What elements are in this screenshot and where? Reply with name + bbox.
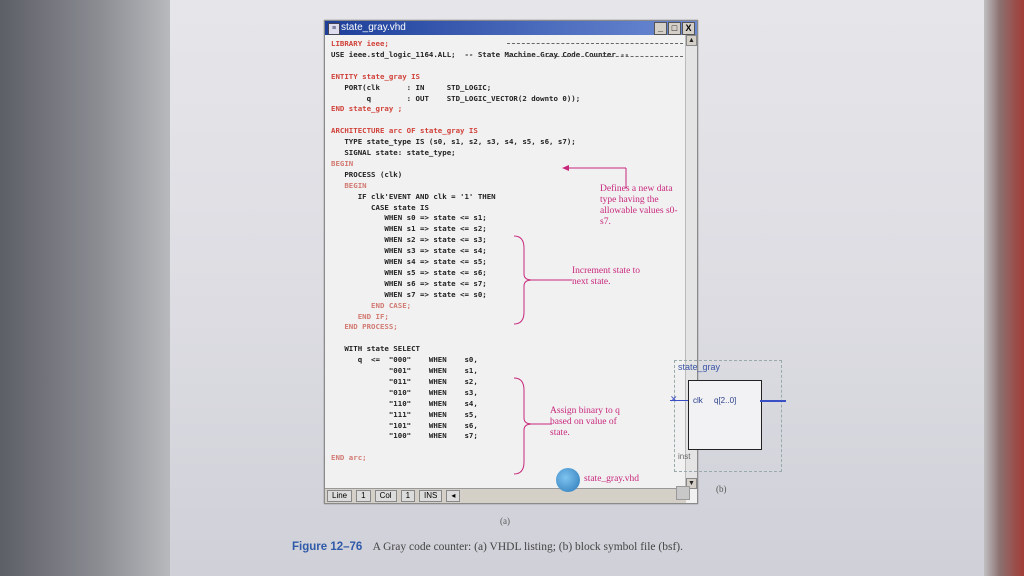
type-annotation: Defines a new data type having the allow… — [600, 184, 678, 227]
q-bus-wire — [760, 400, 786, 402]
assign-brace — [513, 377, 552, 475]
code-line: WHEN s0 => state <= s1; — [331, 213, 487, 223]
col-value: 1 — [400, 490, 416, 502]
type-arrow — [562, 165, 627, 188]
figure-caption: Figure 12–76 A Gray code counter: (a) VH… — [292, 541, 683, 553]
minimize-button[interactable]: _ — [654, 22, 667, 35]
code-line: PROCESS (clk) — [331, 169, 403, 179]
comment-rule-top — [507, 43, 683, 44]
line-label: Line — [327, 490, 353, 502]
code-line: CASE state IS — [331, 202, 429, 212]
resize-grip-icon[interactable] — [676, 486, 690, 500]
figure-number: Figure 12–76 — [292, 541, 363, 553]
close-button[interactable]: X — [682, 22, 695, 35]
input-pin-icon: ✕ — [670, 394, 678, 404]
code-line: TYPE state_type IS (s0, s1, s2, s3, s4, … — [331, 137, 576, 147]
code-line: "011" WHEN s2, — [331, 376, 478, 386]
window-titlebar[interactable]: ≡ state_gray.vhd _ □ X — [325, 21, 697, 35]
line-value: 1 — [356, 490, 371, 502]
clk-pin-label: clk — [693, 396, 703, 405]
code-line: "100" WHEN s7; — [331, 431, 478, 441]
code-line: PORT(clk : IN STD_LOGIC; — [331, 82, 492, 92]
instance-label: inst — [678, 452, 691, 461]
code-line: WHEN s2 => state <= s3; — [331, 235, 487, 245]
code-editor[interactable]: LIBRARY ieee;USE ieee.std_logic_1164.ALL… — [331, 39, 683, 487]
vertical-scrollbar[interactable]: ▲ ▼ — [685, 35, 697, 489]
file-badge-icon — [556, 468, 580, 492]
code-line: LIBRARY ieee; — [331, 39, 389, 48]
code-line: q <= "000" WHEN s0, — [331, 355, 478, 365]
code-line: END state_gray ; — [331, 104, 403, 114]
code-line: END PROCESS; — [331, 322, 398, 332]
q-pin-label: q[2..0] — [714, 396, 737, 405]
part-a-label: (a) — [500, 516, 510, 526]
block-symbol — [688, 380, 762, 450]
code-line: SIGNAL state: state_type; — [331, 148, 456, 157]
part-b-label: (b) — [716, 484, 727, 494]
window-title: state_gray.vhd — [341, 22, 406, 33]
code-line: WHEN s4 => state <= s5; — [331, 257, 487, 266]
scroll-down-icon[interactable]: ▼ — [686, 478, 697, 489]
code-line: END CASE; — [331, 300, 412, 310]
block-symbol-panel — [674, 360, 782, 472]
code-line: WHEN s7 => state <= s0; — [331, 289, 487, 299]
increment-annotation: Increment state to next state. — [572, 266, 641, 287]
code-line: WITH state SELECT — [331, 344, 420, 354]
code-line: END arc; — [331, 453, 367, 463]
code-line: "111" WHEN s5, — [331, 409, 478, 419]
code-line: BEGIN — [331, 158, 354, 168]
col-label: Col — [374, 490, 397, 502]
code-line: USE ieee.std_logic_1164.ALL; -- State Ma… — [331, 49, 630, 59]
code-line: WHEN s5 => state <= s6; — [331, 267, 487, 277]
code-line: END IF; — [331, 311, 389, 321]
scroll-up-icon[interactable]: ▲ — [686, 35, 697, 46]
code-line: ARCHITECTURE arc OF state_gray IS — [331, 126, 478, 136]
code-line: WHEN s6 => state <= s7; — [331, 278, 487, 288]
code-line: WHEN s3 => state <= s4; — [331, 246, 487, 256]
file-icon: ≡ — [328, 23, 340, 35]
code-line: q : OUT STD_LOGIC_VECTOR(2 downto 0)); — [331, 93, 581, 103]
monitor-bezel-left — [0, 0, 170, 576]
scroll-left-icon[interactable]: ◂ — [446, 490, 461, 502]
code-line: "110" WHEN s4, — [331, 398, 478, 408]
code-line: ENTITY state_gray IS — [331, 71, 420, 81]
insert-mode: INS — [419, 490, 443, 502]
code-line: "101" WHEN s6, — [331, 420, 478, 430]
code-line: WHEN s1 => state <= s2; — [331, 224, 487, 234]
comment-rule-bottom — [507, 56, 683, 57]
code-line: "001" WHEN s1, — [331, 366, 478, 375]
increment-brace — [513, 235, 572, 325]
monitor-bezel-right — [984, 0, 1024, 576]
window-controls: _ □ X — [654, 22, 695, 35]
assign-annotation: Assign binary to q based on value of sta… — [550, 406, 620, 438]
code-line: IF clk'EVENT AND clk = '1' THEN — [331, 191, 496, 201]
code-line: BEGIN — [331, 180, 367, 190]
status-bar: Line 1 Col 1 INS ◂ — [325, 488, 686, 503]
editor-window: ≡ state_gray.vhd _ □ X LIBRARY ieee;USE … — [324, 20, 698, 504]
file-name-label: state_gray.vhd — [584, 474, 640, 484]
caption-text: A Gray code counter: (a) VHDL listing; (… — [372, 541, 684, 553]
maximize-button[interactable]: □ — [668, 22, 681, 35]
symbol-title: state_gray — [678, 362, 721, 372]
clk-wire — [670, 400, 688, 401]
code-line: "010" WHEN s3, — [331, 387, 478, 397]
